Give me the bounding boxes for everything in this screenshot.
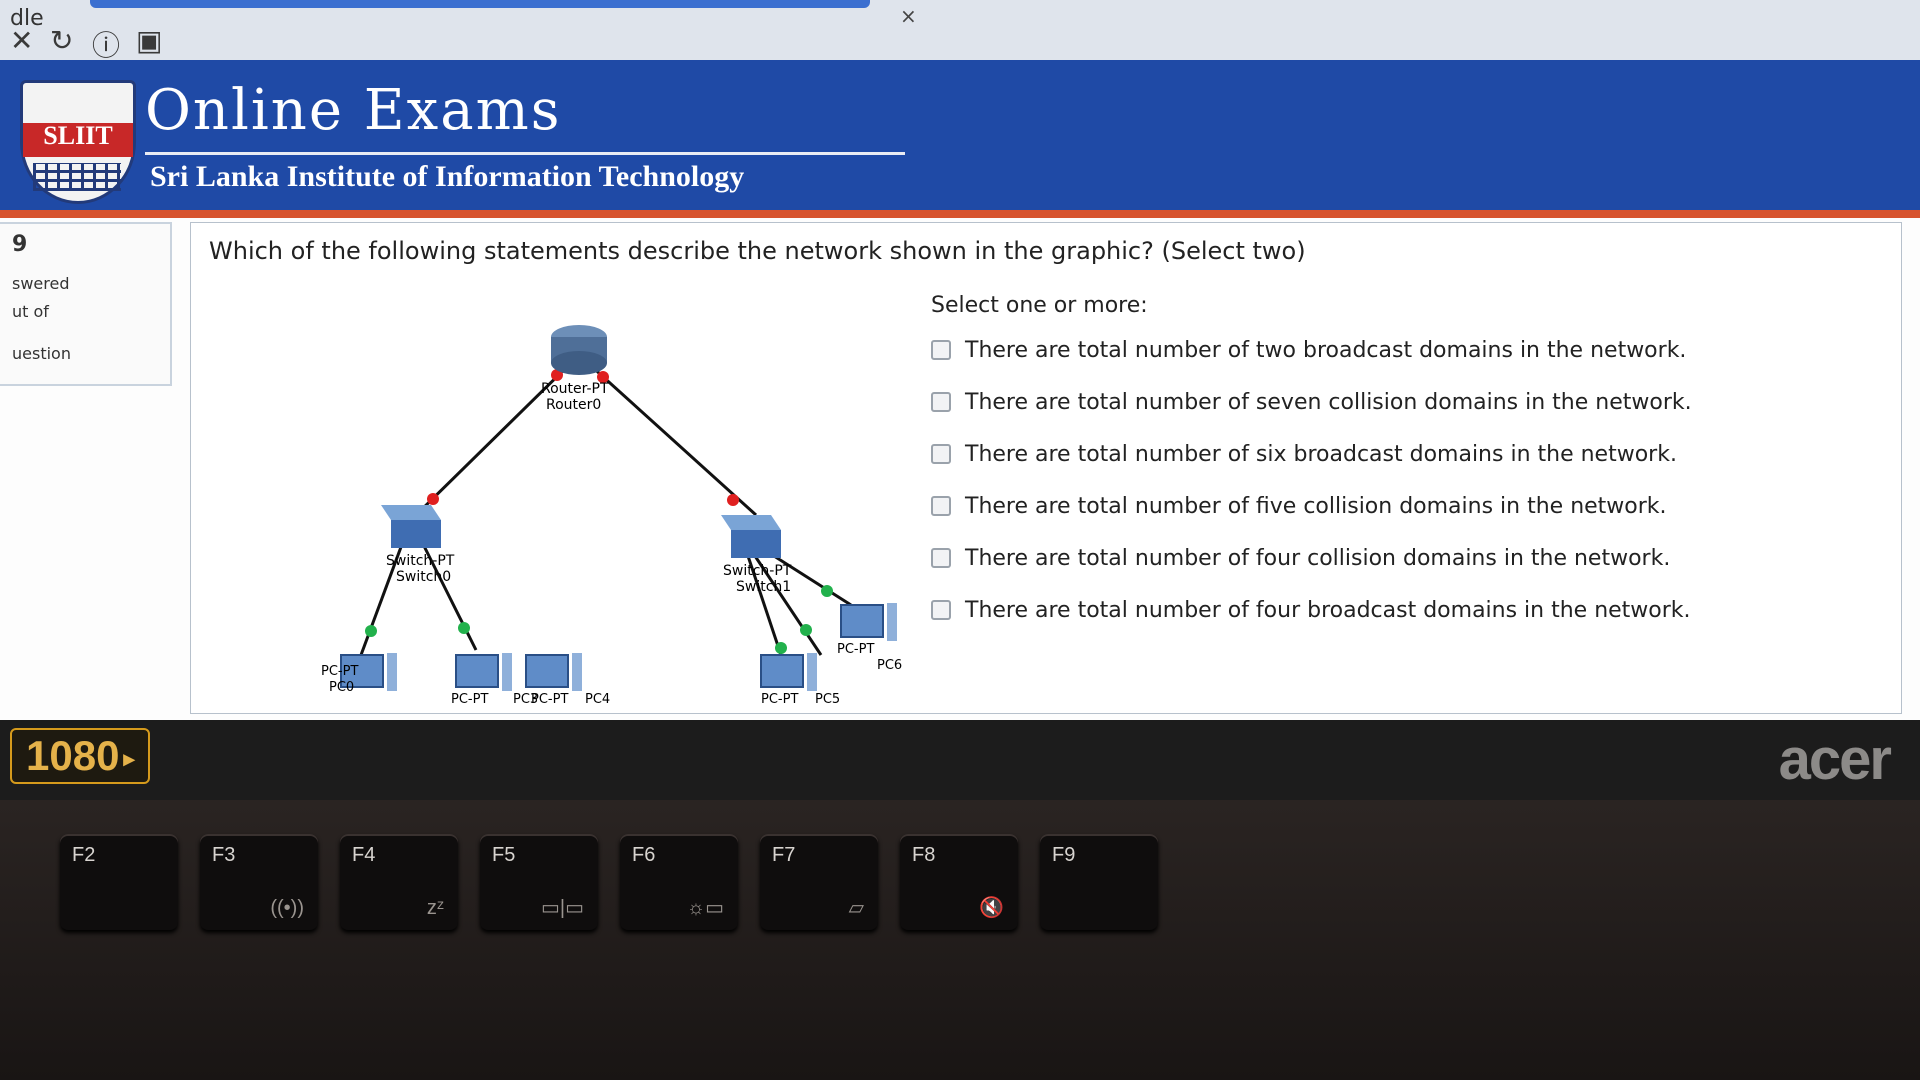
router0-icon [551, 325, 607, 375]
logo-text: SLIIT [43, 121, 113, 150]
answer-status: swered [12, 274, 70, 293]
key-f5[interactable]: F5▭|▭ [480, 834, 598, 930]
answer-option[interactable]: There are total number of five collision… [931, 489, 1667, 523]
display-off-icon: ☼▭ [686, 897, 724, 919]
network-diagram: Router-PT Router0 Switch-PT Switch1 Swit… [321, 325, 902, 705]
pc5-name: PC5 [815, 692, 840, 705]
answer-option[interactable]: There are total number of four broadcast… [931, 593, 1691, 627]
switch0-type: Switch-PT [386, 553, 455, 569]
pc6-name: PC6 [877, 658, 902, 673]
question-info-panel: 9 swered ut of uestion [0, 222, 172, 386]
laptop-screen: dle × ✕ ↻ ⓘ ▣ SLIIT Online Exams Sri Lan… [0, 0, 1920, 720]
router0-name: Router0 [546, 397, 601, 413]
pc4-icon [525, 653, 582, 691]
pc3-type: PC-PT [451, 692, 488, 705]
switch1-name: Switch1 [736, 579, 791, 595]
display-toggle-icon: ▭|▭ [541, 897, 584, 919]
site-subtitle: Sri Lanka Institute of Information Techn… [150, 160, 745, 193]
title-divider [145, 152, 905, 155]
key-f7[interactable]: F7▱ [760, 834, 878, 930]
pc5-icon [760, 653, 817, 691]
pc6-type: PC-PT [837, 642, 874, 657]
option-checkbox[interactable] [931, 444, 951, 464]
pc4-type: PC-PT [531, 692, 568, 705]
key-f6[interactable]: F6☼▭ [620, 834, 738, 930]
answer-option[interactable]: There are total number of seven collisio… [931, 385, 1692, 419]
site-info-icon[interactable]: ⓘ [92, 29, 121, 62]
acer-logo: acer [1778, 727, 1892, 792]
option-checkbox[interactable] [931, 600, 951, 620]
option-checkbox[interactable] [931, 340, 951, 360]
pc0-type: PC-PT [321, 664, 358, 679]
pc3-name: PC3 [513, 692, 538, 705]
question-text: Which of the following statements descri… [209, 237, 1306, 265]
marks-label: ut of [12, 302, 49, 321]
pc3-icon [455, 653, 512, 691]
option-checkbox[interactable] [931, 496, 951, 516]
reader-mode-icon[interactable]: ▣ [136, 24, 163, 57]
reload-icon[interactable]: ↻ [50, 24, 74, 57]
sliit-logo: SLIIT [20, 80, 136, 204]
option-label[interactable]: There are total number of six broadcast … [965, 441, 1677, 467]
resolution-text: 1080 [26, 732, 120, 779]
key-f9[interactable]: F9 [1040, 834, 1158, 930]
option-label[interactable]: There are total number of five collision… [965, 493, 1667, 519]
question-number: 9 [12, 232, 28, 257]
key-f2[interactable]: F2 [60, 834, 178, 930]
wireless-icon: ((•)) [270, 897, 304, 919]
site-title: Online Exams [145, 78, 562, 143]
pc6-icon [840, 603, 897, 641]
key-f3[interactable]: F3((•)) [200, 834, 318, 930]
tab-close-icon[interactable]: × [900, 4, 917, 28]
browser-toolbar: dle × ✕ ↻ ⓘ ▣ [0, 0, 1920, 62]
key-f8[interactable]: F8🔇 [900, 834, 1018, 930]
option-checkbox[interactable] [931, 548, 951, 568]
active-tab-indicator [90, 0, 870, 8]
option-label[interactable]: There are total number of two broadcast … [965, 337, 1687, 363]
tab-title[interactable]: dle [10, 6, 44, 31]
answer-option[interactable]: There are total number of six broadcast … [931, 437, 1677, 471]
stop-icon[interactable]: ✕ [10, 24, 34, 57]
switch0-name: Switch0 [396, 569, 451, 585]
option-label[interactable]: There are total number of four broadcast… [965, 597, 1691, 623]
site-header: SLIIT Online Exams Sri Lanka Institute o… [0, 60, 1920, 218]
pc5-type: PC-PT [761, 692, 798, 705]
pc0-name: PC0 [329, 680, 354, 695]
switch1-icon [721, 515, 781, 558]
question-panel: Which of the following statements descri… [190, 222, 1902, 714]
answer-option[interactable]: There are total number of two broadcast … [931, 333, 1686, 367]
answer-option[interactable]: There are total number of four collision… [931, 541, 1670, 575]
option-label[interactable]: There are total number of four collision… [965, 545, 1671, 571]
option-label[interactable]: There are total number of seven collisio… [965, 389, 1692, 415]
flag-question-label[interactable]: uestion [12, 344, 71, 363]
sleep-icon: zᶻ [426, 897, 444, 919]
pc0-icon [340, 653, 397, 691]
resolution-sticker: 1080▸ [10, 728, 151, 784]
touchpad-icon: ▱ [848, 897, 864, 919]
mute-icon: 🔇 [979, 897, 1004, 919]
select-instruction: Select one or more: [931, 293, 1148, 318]
switch0-icon [381, 505, 441, 548]
pc4-name: PC4 [585, 692, 610, 705]
router0-type: Router-PT [541, 381, 609, 397]
option-checkbox[interactable] [931, 392, 951, 412]
switch1-type: Switch-PT [723, 563, 792, 579]
